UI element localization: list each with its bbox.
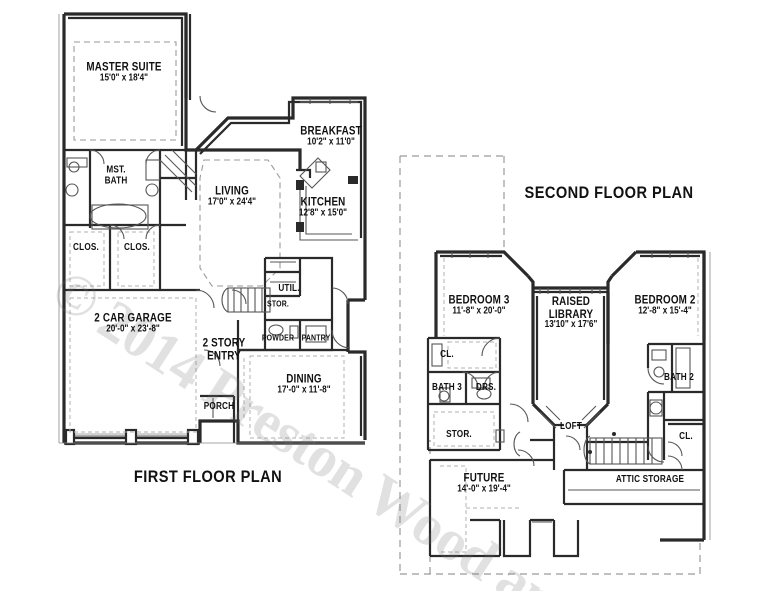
room-label-living: LIVING 17'0" x 24'4" <box>203 184 262 207</box>
room-dimension: 13'10" x 17'6" <box>544 319 598 331</box>
room-label-master-suite: MASTER SUITE 15'0" x 18'4" <box>78 60 170 83</box>
room-dimension: 20'-0" x 23'-8" <box>106 323 160 335</box>
room-name: MASTER SUITE <box>86 59 162 74</box>
room-dimension: 12'-8" x 15'-4" <box>638 305 692 317</box>
room-label-breakfast: BREAKFAST 10'2" x 11'0" <box>293 124 368 147</box>
room-label-kitchen: KITCHEN 12'8" x 15'0" <box>294 195 353 218</box>
room-name: CL. <box>679 430 693 442</box>
room-name: ATTIC STORAGE <box>615 473 685 485</box>
room-name: CLOS. <box>124 241 150 253</box>
room-label-raised-library: RAISED LIBRARY 13'10" x 17'6" <box>539 295 603 331</box>
room-label-closet-right: CLOS. <box>121 241 153 254</box>
room-name: BATH 2 <box>664 371 694 383</box>
room-name: BEDROOM 2 <box>634 292 696 307</box>
room-name: BREAKFAST <box>300 123 362 138</box>
room-label-powder: POWDER <box>258 332 297 343</box>
room-name: DINING <box>286 371 322 386</box>
room-label-storage-second-floor: STOR. <box>443 428 474 441</box>
room-dimension: 12'8" x 15'0" <box>298 207 348 219</box>
room-name: BEDROOM 3 <box>448 292 510 307</box>
room-label-bath-3: BATH 3 <box>429 381 466 394</box>
room-name: PORCH <box>203 400 235 412</box>
room-label-loft: LOFT <box>558 420 585 433</box>
room-label-bedroom-3: BEDROOM 3 11'-8" x 20'-0" <box>442 293 516 316</box>
room-label-two-car-garage: 2 CAR GARAGE 20'-0" x 23'-8" <box>86 311 180 334</box>
room-name: STOR. <box>446 428 472 440</box>
room-name: 2 CAR GARAGE <box>94 310 172 325</box>
room-name: DRS. <box>475 381 497 393</box>
room-name: STOR. <box>267 298 289 309</box>
room-dimension: 17'0" x 24'4" <box>207 196 257 208</box>
room-label-bath-2: BATH 2 <box>661 371 698 384</box>
room-label-attic-storage: ATTIC STORAGE <box>608 473 691 486</box>
room-label-utility: UTIL. <box>276 282 302 295</box>
room-name: KITCHEN <box>300 194 346 209</box>
room-name: 2 STORY ENTRY <box>202 335 246 362</box>
room-name: FUTURE <box>463 470 505 485</box>
room-name: MST. BATH <box>104 164 128 186</box>
room-label-two-story-entry: 2 STORY ENTRY <box>198 336 250 361</box>
room-label-dressing: DRS. <box>474 381 499 394</box>
room-dimension: 14'-0" x 19'-4" <box>457 483 511 495</box>
room-dimension: 10'2" x 11'0" <box>307 136 355 148</box>
room-name: UTIL. <box>278 282 300 294</box>
room-label-mst-bath: MST. BATH <box>102 164 130 187</box>
room-label-pantry: PANTRY <box>298 332 333 343</box>
room-name: CLOS. <box>73 241 99 253</box>
room-label-future: FUTURE 14'-0" x 19'-4" <box>451 471 516 494</box>
room-name: BATH 3 <box>432 381 462 393</box>
room-name: RAISED LIBRARY <box>548 294 594 321</box>
second-floor-plan-title: SECOND FLOOR PLAN <box>524 183 694 202</box>
room-name: LIVING <box>215 183 249 198</box>
room-name: POWDER <box>261 332 295 343</box>
room-dimension: 17'-0" x 11'-8" <box>277 384 331 396</box>
room-dimension: 11'-8" x 20'-0" <box>452 305 506 317</box>
room-name: CL. <box>440 348 454 360</box>
first-floor-plan-title: FIRST FLOOR PLAN <box>133 467 283 486</box>
room-label-porch: PORCH <box>200 400 237 413</box>
room-name: PANTRY <box>301 332 331 343</box>
room-dimension: 15'0" x 18'4" <box>99 72 149 84</box>
room-label-closet-bedroom-3: CL. <box>439 348 456 361</box>
room-label-storage-first-floor: STOR. <box>265 298 292 309</box>
room-name: LOFT <box>559 420 583 432</box>
room-label-closet-left: CLOS. <box>70 241 102 254</box>
room-label-bedroom-2: BEDROOM 2 12'-8" x 15'-4" <box>628 293 702 316</box>
room-label-dining: DINING 17'-0" x 11'-8" <box>272 372 337 395</box>
room-label-closet-bedroom-2: CL. <box>678 430 695 443</box>
